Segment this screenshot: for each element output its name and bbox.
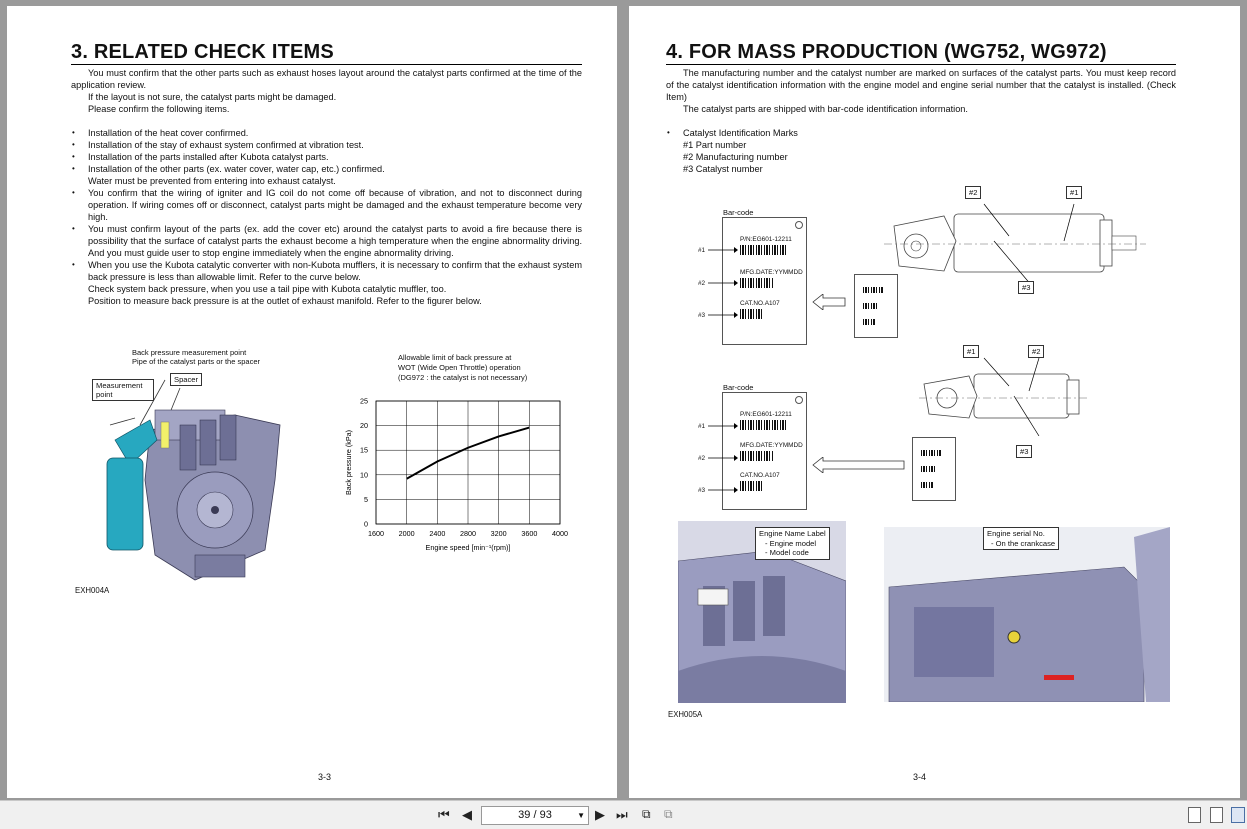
y-tick-label: 25 bbox=[360, 397, 368, 406]
list-item: Installation of the other parts (ex. wat… bbox=[71, 163, 582, 187]
continuous-view-icon[interactable] bbox=[1210, 807, 1223, 823]
catalyst-drawing-top bbox=[884, 203, 1146, 286]
x-tick-label: 3200 bbox=[491, 529, 507, 538]
section-title: 4. FOR MASS PRODUCTION (WG752, WG972) bbox=[666, 41, 1107, 63]
check-items-list: Installation of the heat cover confirmed… bbox=[71, 127, 582, 307]
list-item: Catalyst Identification Marks #1 Part nu… bbox=[666, 127, 966, 175]
copy-icon[interactable]: ⧉ bbox=[642, 807, 651, 821]
list-item: Installation of the parts installed afte… bbox=[71, 151, 582, 163]
engine-serial-render bbox=[884, 527, 1170, 702]
back-pressure-line bbox=[406, 426, 530, 480]
intro-para-2: The catalyst parts are shipped with bar-… bbox=[683, 104, 968, 114]
list-item: When you use the Kubota catalytic conver… bbox=[71, 259, 582, 307]
page-number: 3-4 bbox=[913, 772, 927, 782]
engine-serial-callout: Engine serial No. - On the crankcase bbox=[983, 527, 1060, 550]
barcode bbox=[740, 481, 764, 491]
back-pressure-chart: 1600 2000 2400 2800 3200 3600 4000 0 5 10 15 20 25En… bbox=[344, 397, 568, 553]
barcode-title: Bar-code bbox=[723, 208, 754, 217]
engine-name-label-callout: Engine Name Label - Engine model - Model… bbox=[755, 527, 830, 560]
intro-para-2: If the layout is not sure, the catalyst … bbox=[88, 92, 337, 102]
intro-text: The manufacturing number and the catalys… bbox=[666, 67, 1176, 115]
intro-para-1: You must confirm that the other parts su… bbox=[71, 68, 582, 90]
spacer-label: Spacer bbox=[170, 373, 203, 386]
y-tick-label: 20 bbox=[360, 421, 368, 430]
list-item: Installation of the stay of exhaust syst… bbox=[71, 139, 582, 151]
single-page-view-icon[interactable] bbox=[1188, 807, 1201, 823]
y-tick-label: 5 bbox=[364, 495, 368, 504]
y-tick-label: 0 bbox=[364, 520, 368, 529]
figure-code: EXH005A bbox=[668, 710, 703, 719]
hollow-arrow-icon bbox=[812, 294, 846, 310]
viewer-toolbar: ⏮ ◀ 39 / 93 ▼ ▶ ⏭ ⧉ ⧉ bbox=[0, 800, 1247, 829]
identification-marks-list: Catalyst Identification Marks #1 Part nu… bbox=[666, 127, 966, 175]
intro-text: You must confirm that the other parts su… bbox=[71, 67, 582, 115]
tag-2-box: #2 bbox=[1028, 345, 1045, 358]
list-item: You confirm that the wiring of igniter a… bbox=[71, 187, 582, 223]
mini-label-card bbox=[854, 274, 898, 338]
y-tick-label: 10 bbox=[360, 470, 368, 479]
hole-icon bbox=[795, 221, 803, 229]
duplicate-icon[interactable]: ⧉ bbox=[664, 807, 673, 821]
x-tick-label: 2000 bbox=[399, 529, 415, 538]
page-selector[interactable]: 39 / 93 ▼ bbox=[481, 806, 589, 825]
x-tick-label: 2800 bbox=[460, 529, 476, 538]
catalyst-drawing-bottom bbox=[919, 357, 1087, 436]
tag-1: #1 bbox=[698, 423, 706, 430]
previous-page-button[interactable]: ◀ bbox=[462, 807, 472, 822]
tag-1-box: #1 bbox=[1066, 186, 1083, 199]
tag-2-box: #2 bbox=[965, 186, 982, 199]
hollow-arrow-icon bbox=[812, 457, 905, 473]
x-tick-label: 4000 bbox=[552, 529, 568, 538]
chevron-down-icon: ▼ bbox=[577, 811, 585, 820]
tag-2: #2 bbox=[698, 455, 706, 462]
barcode-title: Bar-code bbox=[723, 383, 754, 392]
barcode bbox=[740, 420, 788, 430]
barcode bbox=[740, 278, 774, 288]
tag-1-box: #1 bbox=[963, 345, 980, 358]
x-tick-label: 2400 bbox=[429, 529, 445, 538]
barcode bbox=[740, 451, 774, 461]
measurement-point-label: Measurement point bbox=[92, 379, 154, 401]
chart-title: Allowable limit of back pressure at WOT … bbox=[398, 353, 528, 382]
section-title: 3. RELATED CHECK ITEMS bbox=[71, 41, 334, 63]
mini-label-card bbox=[912, 437, 956, 501]
next-page-button[interactable]: ▶ bbox=[595, 807, 605, 822]
tag-2: #2 bbox=[698, 280, 706, 287]
tag-3-box: #3 bbox=[1018, 281, 1035, 294]
title-rule bbox=[71, 64, 582, 65]
y-axis-label: Back pressure (kPa) bbox=[344, 430, 353, 495]
barcode bbox=[740, 245, 788, 255]
barcode-label-card: P/N:EG601-12211 MFG.DATE:YYMMDD CAT.NO.A… bbox=[722, 392, 807, 510]
intro-para-3: Please confirm the following items. bbox=[88, 104, 230, 114]
left-page: 3. RELATED CHECK ITEMS You must confirm … bbox=[7, 6, 617, 798]
tag-arrows bbox=[708, 247, 738, 318]
list-item: You must confirm layout of the parts (ex… bbox=[71, 223, 582, 259]
tag-1: #1 bbox=[698, 247, 706, 254]
intro-para-1: The manufacturing number and the catalys… bbox=[666, 68, 1176, 102]
tag-3: #3 bbox=[698, 487, 706, 494]
title-rule bbox=[666, 64, 1176, 65]
page-number: 3-3 bbox=[318, 772, 332, 782]
last-page-button[interactable]: ⏭ bbox=[616, 807, 628, 822]
two-page-view-icon[interactable] bbox=[1231, 807, 1245, 823]
list-item: Installation of the heat cover confirmed… bbox=[71, 127, 582, 139]
barcode-label-card: P/N:EG601-12211 MFG.DATE:YYMMDD CAT.NO.A… bbox=[722, 217, 807, 345]
x-tick-label: 1600 bbox=[368, 529, 384, 538]
engine-illustration bbox=[106, 379, 281, 581]
tag-3-box: #3 bbox=[1016, 445, 1033, 458]
y-tick-label: 15 bbox=[360, 446, 368, 455]
figure-code: EXH004A bbox=[75, 586, 110, 595]
tag-arrows bbox=[708, 423, 738, 493]
tag-3: #3 bbox=[698, 312, 706, 319]
x-axis-label: Engine speed [min⁻¹(rpm)] bbox=[426, 543, 511, 552]
first-page-button[interactable]: ⏮ bbox=[438, 807, 450, 822]
page-indicator: 39 / 93 bbox=[518, 809, 552, 821]
x-tick-label: 3600 bbox=[521, 529, 537, 538]
hole-icon bbox=[795, 396, 803, 404]
barcode bbox=[740, 309, 764, 319]
figure-caption: Back pressure measurement point Pipe of … bbox=[132, 348, 260, 366]
right-page: 4. FOR MASS PRODUCTION (WG752, WG972) Th… bbox=[629, 6, 1240, 798]
